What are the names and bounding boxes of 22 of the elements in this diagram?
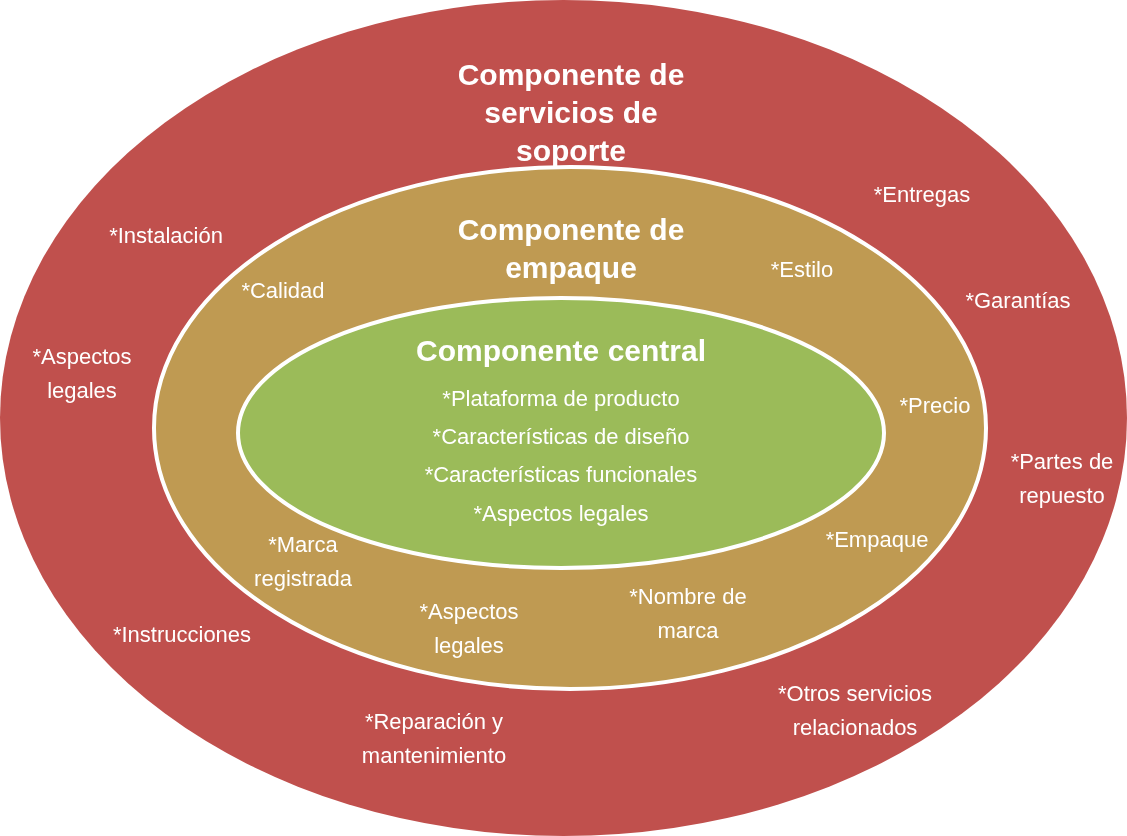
item-label: *Aspectos legales (31, 343, 133, 405)
item-label: *Calidad (240, 277, 326, 305)
region-title: Componente central (414, 333, 707, 369)
item-label: *Plataforma de producto (441, 385, 681, 413)
item-label: *Aspectos legales (418, 598, 520, 660)
item-label: *Entregas (872, 181, 972, 209)
item-label: *Instalación (108, 222, 224, 250)
region-title: Componente de empaque (456, 212, 686, 286)
item-label: *Estilo (769, 256, 835, 284)
item-label: *Partes de repuesto (1009, 448, 1115, 510)
item-label: *Marca registrada (253, 531, 353, 593)
item-label: *Características de diseño (431, 423, 691, 451)
region-title: Componente de servicios de soporte (456, 57, 686, 169)
item-label: *Empaque (824, 526, 930, 554)
item-label: *Instrucciones (111, 621, 253, 649)
item-label: *Características funcionales (423, 461, 699, 489)
item-label: *Otros servicios relacionados (776, 680, 933, 742)
item-label: *Garantías (964, 287, 1072, 315)
item-label: *Precio (898, 392, 972, 420)
item-label: *Aspectos legales (472, 500, 650, 528)
item-label: *Nombre de marca (628, 583, 748, 645)
item-label: *Reparación y mantenimiento (360, 708, 508, 770)
